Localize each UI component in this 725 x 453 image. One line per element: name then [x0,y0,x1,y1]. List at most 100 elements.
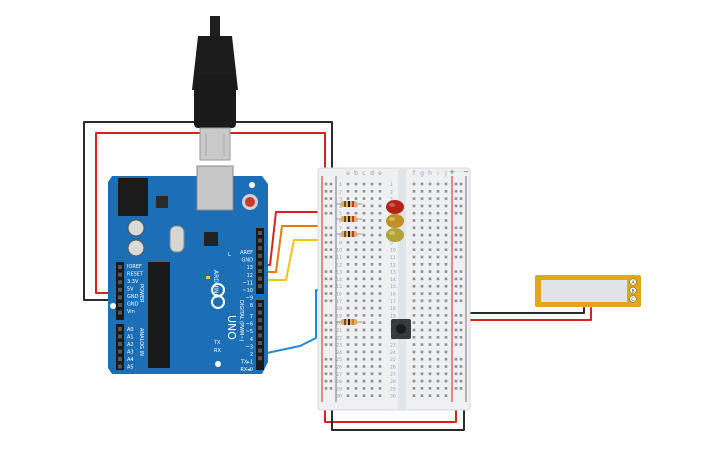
small-chip [204,232,218,246]
lcd-pin-icon[interactable] [629,295,637,303]
resistor[interactable] [336,201,362,207]
row-label: 16 [336,292,342,298]
row-label: 14 [336,277,342,283]
row-label: 9 [339,240,342,246]
resistor[interactable] [336,231,362,237]
pin-label: IOREF [127,264,142,270]
column-label: c [362,170,365,177]
row-label: 12 [336,262,342,268]
row-label: 13 [390,270,396,276]
pin-label: GND [127,294,139,300]
lcd-pin-icon[interactable] [629,278,637,286]
row-label: 30 [390,394,396,400]
pin-label: A2 [127,342,134,348]
lcd-pin-label: C [631,297,634,303]
row-label: 23 [336,343,342,349]
lcd-pins: ABC [629,278,637,303]
power-label: POWER [138,284,144,303]
row-label: 26 [390,365,396,371]
arduino-model: UNO [225,315,238,340]
pin-label: TX▸1 [240,360,253,366]
row-label: 4 [339,204,342,210]
breadboard-holes [324,182,463,397]
pin-label: 12 [247,273,253,279]
lcd-module[interactable]: ABC [535,275,641,307]
row-label: 14 [390,277,396,283]
wire-pin12[interactable] [261,225,341,273]
row-label: 29 [336,386,342,392]
atmega-chip [148,262,170,368]
row-label: 3 [390,197,393,203]
row-label: 7 [339,226,342,232]
row-label: 15 [336,284,342,290]
wire-lcd-black[interactable] [459,307,585,314]
row-label: 28 [390,379,396,385]
led-red[interactable] [386,200,404,214]
leds [386,200,404,242]
column-label: i [437,170,439,177]
led-yellow[interactable] [386,214,404,228]
pin-marker-L: L [228,252,231,258]
column-label: d [370,170,374,177]
row-label: 25 [336,357,342,363]
resistor[interactable] [336,319,362,325]
pin-label: GND [242,258,254,264]
row-label: 26 [336,365,342,371]
resistor[interactable] [336,216,362,222]
row-label: 28 [336,379,342,385]
wire-5v-red[interactable] [95,132,326,294]
pin-label: A1 [127,335,134,341]
row-label: 3 [339,197,342,203]
rail-minus-label: − [463,168,469,176]
column-label: b [354,170,358,177]
pin-label: 13 [247,265,253,271]
row-label: 16 [390,292,396,298]
digital-header-top[interactable] [256,228,264,294]
pin-label: 4 [250,337,253,343]
pin-label: 8 [250,303,253,309]
row-label: 19 [390,313,396,319]
row-label: 17 [390,299,396,305]
usb-cable-icon [192,16,238,161]
pin-label: GND [127,302,139,308]
lcd-pin-icon[interactable] [629,286,637,295]
capacitor [127,219,145,237]
arduino-board[interactable]: ARDUINO UNO POWER ANALOG IN DIGITAL (PWM… [108,165,268,374]
pushbutton-icon[interactable] [391,319,411,339]
pin-label: 7 [250,314,253,320]
row-label: 25 [390,357,396,363]
tx-marker: TX [213,340,221,346]
usb-port [196,165,234,211]
row-label: 22 [336,335,342,341]
row-label: 10 [336,248,342,254]
analog-header[interactable] [116,324,124,370]
row-label: 6 [339,219,342,225]
digital-label: DIGITAL (PWM~) [238,300,244,342]
row-label: 18 [390,306,396,312]
wire-button-red[interactable] [413,307,592,321]
row-label: 17 [336,299,342,305]
pin-label: 3.3V [127,279,139,285]
led-yellow[interactable] [386,228,404,242]
pin-label: ~10 [242,288,253,294]
column-label: a [346,170,350,177]
lcd-pin-label: A [631,280,635,286]
row-label: 9 [390,240,393,246]
row-label: 30 [336,394,342,400]
pin-label: A4 [127,357,134,363]
column-label: j [444,170,447,177]
row-label: 29 [390,386,396,392]
wire-gnd-black[interactable] [83,121,333,301]
row-label: 1 [339,182,342,188]
row-label: 24 [390,350,396,356]
arduino-brand: ARDUINO [212,270,219,299]
row-label: 15 [390,284,396,290]
column-label: h [428,170,432,177]
wire-pin11[interactable] [261,239,341,281]
analog-label: ANALOG IN [138,328,144,356]
row-label: 2 [390,189,393,195]
resistors [336,201,362,325]
